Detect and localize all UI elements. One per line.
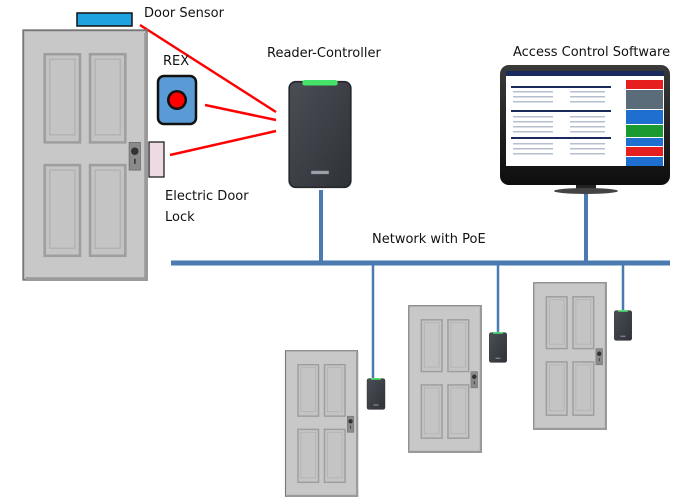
door-3-reader-icon <box>489 332 507 363</box>
access-control-software-label: Access Control Software <box>513 45 671 60</box>
door-2-reader-icon <box>366 378 386 410</box>
rex-label: REX <box>163 54 190 69</box>
reader-controller-icon <box>288 79 352 189</box>
rex-wire <box>204 103 277 122</box>
door-2 <box>284 350 386 497</box>
door-sensor-wire <box>139 23 277 114</box>
network-label: Network with PoE <box>372 232 486 247</box>
door-lock-wire <box>169 129 277 157</box>
door-sensor-icon <box>76 12 133 27</box>
rex-button-icon <box>156 74 198 126</box>
electric-door-lock-label-line1: Electric Door <box>165 189 249 204</box>
network-bus <box>171 188 670 378</box>
main-door <box>21 29 149 281</box>
door-3 <box>407 305 507 453</box>
signal-wires <box>139 23 277 157</box>
access-control-monitor-icon <box>500 65 670 194</box>
door-4-reader-icon <box>614 310 632 341</box>
door-sensor-label: Door Sensor <box>144 6 224 21</box>
reader-controller-label: Reader-Controller <box>267 46 381 61</box>
electric-lock-strike-icon <box>148 141 165 178</box>
door-4 <box>532 282 632 430</box>
electric-door-lock-label-line2: Lock <box>165 210 195 225</box>
